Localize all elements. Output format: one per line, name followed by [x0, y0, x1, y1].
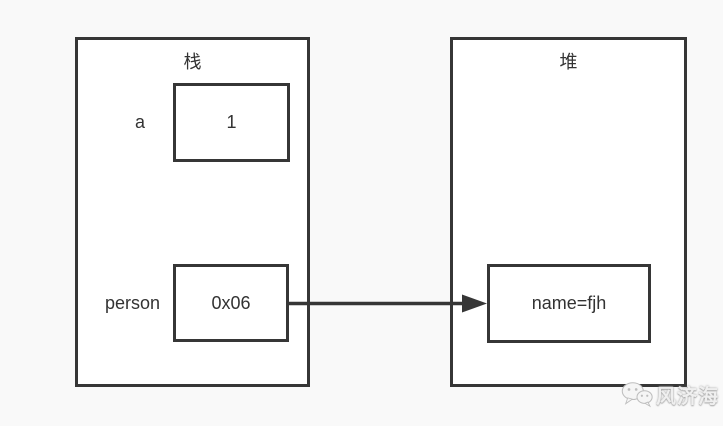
stack-var-person-value-box: 0x06: [173, 264, 289, 342]
wechat-icon: [621, 382, 653, 408]
watermark-text: 风济海: [656, 386, 719, 408]
stack-var-a-value: 1: [226, 112, 237, 132]
stack-title: 栈: [183, 52, 202, 72]
watermark: 风济海: [621, 380, 719, 409]
stack-var-a-value-box: 1: [173, 83, 290, 162]
heap-title: 堆: [559, 52, 578, 72]
stack-var-person-label: person: [104, 293, 160, 313]
stack-var-a-label: a: [134, 112, 145, 132]
heap-object-box: name=fjh: [487, 264, 651, 343]
heap-object-value: name=fjh: [531, 293, 607, 313]
stack-var-person-value: 0x06: [211, 292, 251, 313]
